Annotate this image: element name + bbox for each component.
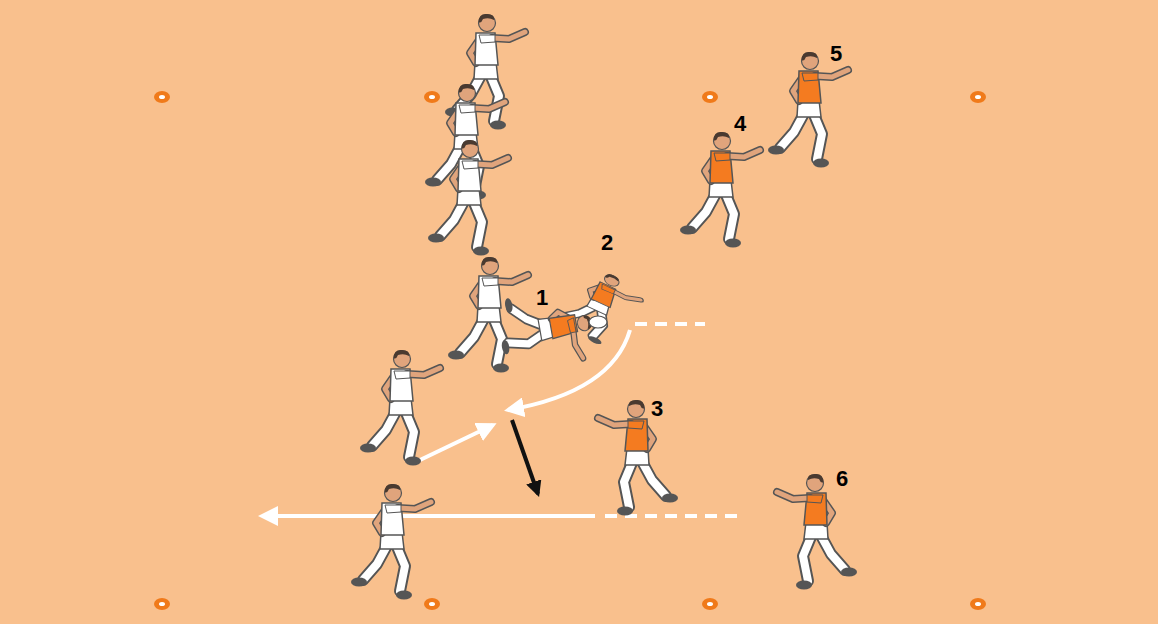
- callout-number: 6: [836, 468, 848, 490]
- defender-player: [428, 140, 508, 256]
- defender-player: [360, 350, 440, 466]
- callout-number: 1: [536, 287, 548, 309]
- defenders: [351, 14, 528, 600]
- attacker-player: [598, 400, 678, 516]
- callout-number: 3: [651, 398, 663, 420]
- attacker-player: [680, 132, 760, 248]
- attackers: [494, 52, 857, 590]
- attacker-player: [777, 474, 857, 590]
- attacker-player: [768, 52, 848, 168]
- callout-number: 2: [601, 232, 613, 254]
- defender-player: [351, 484, 431, 600]
- rugby-ball: [589, 316, 607, 328]
- tackled-player: [494, 285, 598, 372]
- callout-number: 5: [830, 43, 842, 65]
- attacker-player: [550, 260, 645, 353]
- cones: [154, 91, 986, 610]
- callout-number: 4: [734, 113, 746, 135]
